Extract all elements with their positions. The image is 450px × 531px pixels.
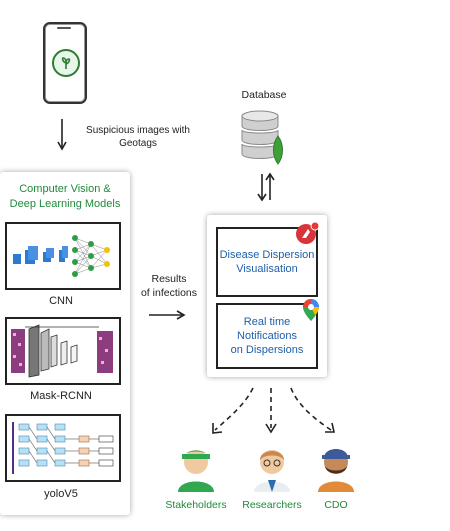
stakeholder-avatar-icon xyxy=(178,450,214,492)
mask-rcnn-diagram xyxy=(5,317,121,385)
notification-line3: on Dispersions xyxy=(230,344,304,356)
database-bidirectional-arrow xyxy=(257,172,275,202)
cnn-network-icon xyxy=(13,235,110,277)
results-label: Results of infections xyxy=(138,272,200,300)
phone-down-arrow xyxy=(57,119,67,151)
results-line2: of infections xyxy=(140,287,198,299)
mask-rcnn-label: Mask-RCNN xyxy=(30,390,92,402)
map-alert-icon xyxy=(296,221,320,244)
database-icon xyxy=(241,110,283,165)
yolov5-label: yoloV5 xyxy=(44,488,78,500)
researchers-label: Researchers xyxy=(242,499,302,511)
stakeholders-label: Stakeholders xyxy=(165,499,227,511)
yolov5-network-icon xyxy=(12,422,114,474)
cdo-avatar-icon xyxy=(318,449,354,492)
plant-logo-icon xyxy=(52,49,80,77)
results-line1: Results xyxy=(151,273,187,285)
cnn-diagram xyxy=(5,222,121,290)
cdo-label: CDO xyxy=(324,499,348,511)
notification-line2: Notifications xyxy=(237,330,297,342)
suspicious-images-label: Suspicious images with Geotags xyxy=(74,124,202,150)
yolov5-diagram xyxy=(5,414,121,482)
visualisation-line1: Disease Dispersion xyxy=(219,249,315,261)
notification-line1: Real time xyxy=(243,316,291,328)
suspicious-images-line2: Geotags xyxy=(119,138,157,149)
visualisation-line2: Visualisation xyxy=(236,263,298,275)
notifications-box: Real time Notifications on Dispersions xyxy=(216,303,318,369)
mongodb-leaf-icon xyxy=(273,135,283,165)
cnn-label: CNN xyxy=(49,295,73,307)
map-pin-icon xyxy=(303,299,319,321)
phone-speaker xyxy=(57,27,71,29)
models-panel-title: Computer Vision & Deep Learning Models xyxy=(4,182,126,212)
mask-rcnn-network-icon xyxy=(11,324,113,378)
database-label: Database xyxy=(241,89,287,101)
results-right-arrow xyxy=(149,310,186,320)
models-title-line2: Deep Learning Models xyxy=(9,198,121,210)
models-title-line1: Computer Vision & xyxy=(19,183,111,195)
suspicious-images-line1: Suspicious images with xyxy=(86,125,190,136)
dispersion-arrows xyxy=(212,387,335,434)
researcher-avatar-icon xyxy=(254,450,290,492)
